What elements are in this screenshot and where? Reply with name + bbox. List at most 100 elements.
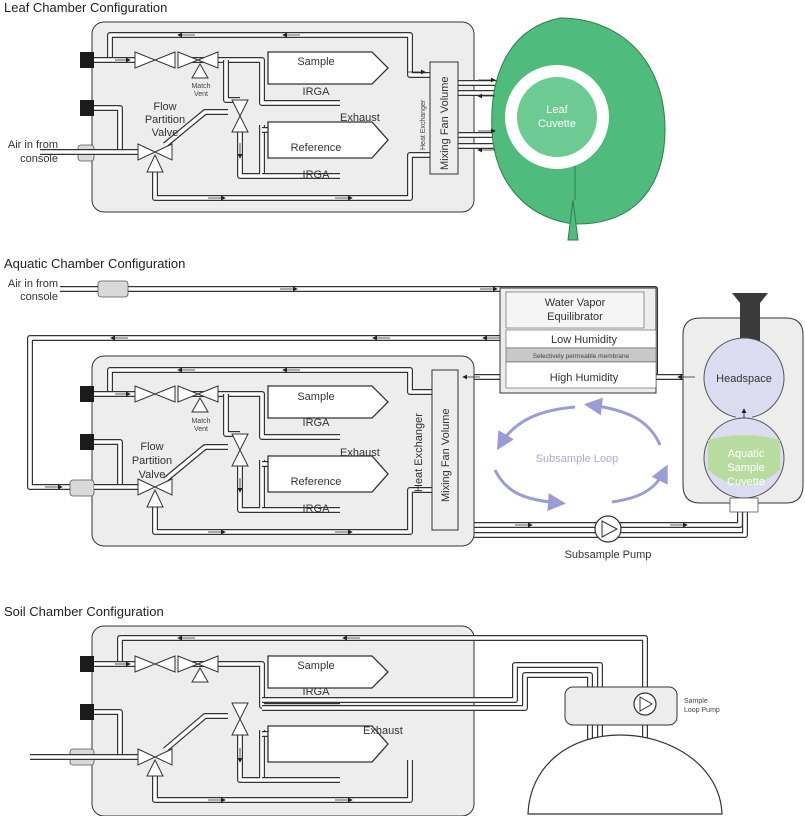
aquatic-section: Aquatic Chamber Configuration Air in fro… [4,256,804,561]
aquatic-flow-valve-line1: Flow [140,441,163,453]
leaf-match-vent-valve [191,62,209,79]
aquatic-valve-1 [134,385,176,403]
leaf-stem [567,199,579,241]
leaf-cuvette-line1: Leaf [546,104,568,116]
aquatic-air-in-line1: Air in from [8,278,58,290]
leaf-section: Leaf Chamber Configuration [4,0,666,241]
soil-port-top [80,656,94,672]
high-humidity-chamber [505,361,657,389]
soil-chamber-dome [527,734,723,815]
aquatic-heat-exchanger-label: Heat Exchanger [413,413,425,492]
soil-sample-label: Sample [297,660,334,672]
soil-pump-line2: Loop Pump [684,707,720,714]
aquatic-reference-label: Reference [291,476,342,488]
aquatic-cuvette-line2: Sample [727,462,764,474]
leaf-match-vent-line1: Match [191,83,210,90]
aquatic-flow-partition-valve [137,478,173,508]
leaf-reference-label: Reference [291,142,342,154]
aquatic-match-vent-valve [191,396,209,413]
vessel-base-fitting [729,497,759,513]
soil-title: Soil Chamber Configuration [4,604,164,619]
leaf-mixing-fan-label: Mixing Fan Volume [439,76,451,170]
aquatic-cuvette-line1: Aquatic [728,448,765,460]
aquatic-irga-label-1: IRGA [303,417,331,429]
leaf-sample-irga [267,51,389,85]
soil-section: Soil Chamber Configuration [4,604,723,816]
aquatic-valve-2 [177,385,219,403]
leaf-flow-arrows [115,32,496,201]
leaf-irga-label-1: IRGA [303,86,331,98]
leaf-flow-valve-line2: Partition [145,114,185,126]
aquatic-port-middle [80,434,94,450]
leaf-flow-valve-line3: Valve [152,127,179,139]
aquatic-mixing-fan-label: Mixing Fan Volume [440,408,452,502]
soil-valve-1 [134,655,176,673]
soil-reference-irga [267,725,389,763]
membrane-label: Selectively permeable membrane [533,353,630,360]
leaf-match-vent-line2: Vent [194,91,208,98]
soil-flow-arrows [115,635,360,803]
soil-valve-3 [231,702,249,736]
leaf-cuvette-line2: Cuvette [538,118,576,130]
leaf-valve-3 [231,99,249,133]
leaf-valve-1 [134,51,176,69]
soil-sample-irga [267,655,389,689]
leaf-irga-label-2: IRGA [303,169,331,181]
sample-loop-pump-icon [639,696,653,712]
aquatic-inlet-fitting [69,479,95,497]
leaf-air-in-line2: console [20,153,58,165]
soil-port-middle [80,704,94,720]
soil-pump-line1: Sample [684,698,708,705]
leaf-exhaust-label: Exhaust [340,112,380,124]
leaf-flow-partition-valve [137,143,173,173]
aquatic-exhaust-label: Exhaust [340,447,380,459]
soil-exhaust-label: Exhaust [363,725,403,737]
aquatic-flow-arrows [45,286,695,535]
leaf-sample-label: Sample [297,56,334,68]
aquatic-irga-label-2: IRGA [303,503,331,515]
subsample-loop-arrows [493,397,668,512]
aquatic-air-in-fitting [97,280,129,298]
leaf-reference-irga [267,121,389,159]
aquatic-valves [134,385,249,508]
soil-irga-label: IRGA [303,686,331,698]
aquatic-flow-valve-line2: Partition [132,455,172,467]
aquatic-reference-irga [267,455,389,493]
equilibrator-top [505,291,645,329]
aquatic-title: Aquatic Chamber Configuration [4,256,185,271]
aquatic-flow-valve-line3: Valve [139,469,166,481]
aquatic-match-vent-line1: Match [191,418,210,425]
leaf-port-top [80,52,94,68]
soil-flow-partition-valve [137,748,173,777]
leaf-heat-exchanger-label: Heat Exchanger [420,99,427,150]
subsample-loop-label: Subsample Loop [536,453,619,465]
soil-valves [134,655,249,777]
leaf-valve-2 [177,51,219,69]
leaf-flow-valve-line1: Flow [153,101,176,113]
aquatic-air-in-line2: console [20,291,58,303]
aquatic-mixing-fan-volume [431,369,459,531]
aquatic-sample-cuvette [708,435,780,485]
aquatic-valve-3 [231,433,249,467]
low-humidity-label: Low Humidity [551,334,618,346]
subsample-pump-icon [601,520,619,538]
equilibrator-line2: Equilibrator [547,311,603,323]
equilibrator-line1: Water Vapor [545,297,606,309]
aquatic-cuvette-line3: Cuvette [727,476,765,488]
aquatic-port-top [80,386,94,402]
leaf-mixing-fan-volume [429,61,459,175]
soil-pump-housing [564,686,678,726]
aquatic-sample-label: Sample [297,391,334,403]
leaf-cuvette [517,77,597,157]
soil-valve-2 [177,655,219,673]
headspace-label: Headspace [716,373,772,385]
leaf-valves [134,51,249,173]
aquatic-match-vent-line2: Vent [194,426,208,433]
aquatic-sample-irga [267,385,389,419]
leaf-port-middle [80,100,94,116]
aquatic-stopper-icon [732,293,768,322]
soil-console-box [91,625,475,816]
leaf-air-in-line1: Air in from [8,139,58,151]
leaf-title: Leaf Chamber Configuration [4,0,167,15]
subsample-pump-label: Subsample Pump [565,549,652,561]
